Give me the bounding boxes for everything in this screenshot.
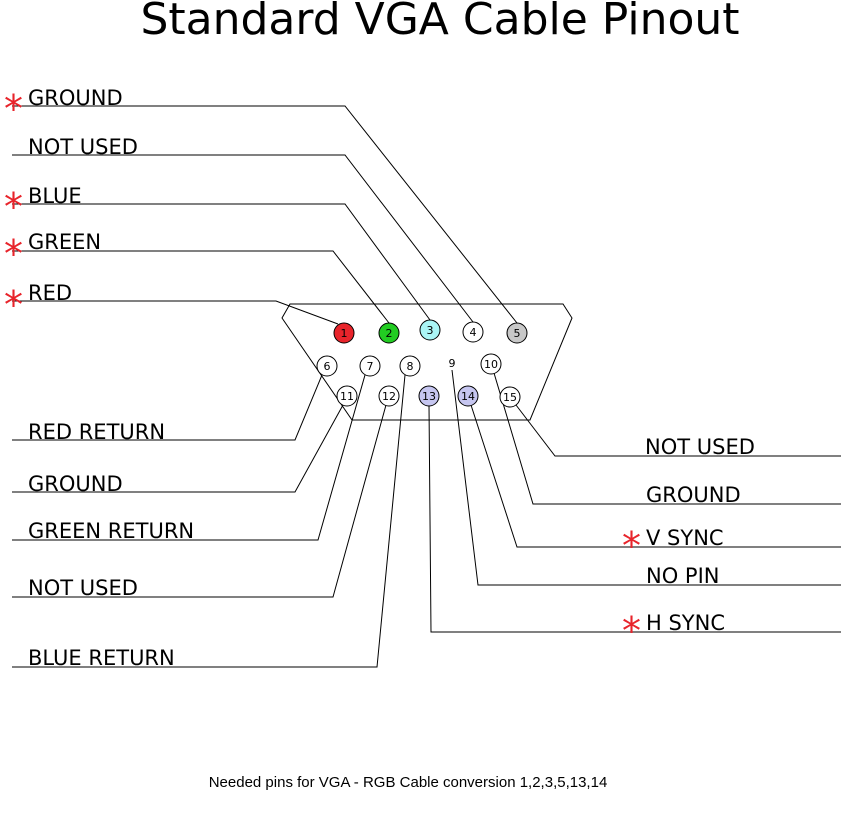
pin-9-label: NO PIN xyxy=(646,564,719,588)
wire-pin-13 xyxy=(428,404,841,633)
pin-12-circle xyxy=(378,385,400,407)
pin-12-number: 12 xyxy=(382,390,396,403)
pin-8-circle xyxy=(399,355,421,377)
wire-pin-2 xyxy=(12,250,390,324)
pin-6-circle xyxy=(316,355,338,377)
pin-7-circle xyxy=(359,355,381,377)
pin-13-circle xyxy=(418,385,440,407)
pin-10-label: GROUND xyxy=(646,483,741,507)
pin-2-number: 2 xyxy=(386,327,393,340)
pin-11-label: NOT USED xyxy=(28,576,138,600)
pin-2-circle xyxy=(378,322,400,344)
pin-4-circle xyxy=(462,321,484,343)
pin-10-number: 10 xyxy=(484,358,498,371)
wire-pin-11 xyxy=(12,404,387,598)
pin-5-number: 5 xyxy=(514,327,521,340)
needed-pin-star-2: * xyxy=(4,232,23,276)
wire-pin-5 xyxy=(12,105,518,324)
pin-12-label: BLUE RETURN xyxy=(28,646,175,670)
pin-3-circle xyxy=(419,319,441,341)
pin-15-circle xyxy=(499,386,521,408)
pin-6-label: RED RETURN xyxy=(28,420,165,444)
pin-14-number: 14 xyxy=(461,390,475,403)
needed-pin-star-14: * xyxy=(622,524,641,568)
pin-14-label: V SYNC xyxy=(646,526,724,550)
wire-pin-10 xyxy=(493,372,841,505)
wire-pin-3 xyxy=(12,203,431,321)
needed-pin-star-1: * xyxy=(4,283,23,327)
pin-8-label: GREEN RETURN xyxy=(28,519,194,543)
wire-group xyxy=(12,105,841,668)
needed-pin-star-3: * xyxy=(4,185,23,229)
pin-7-number: 7 xyxy=(367,360,374,373)
diagram-title: Standard VGA Cable Pinout xyxy=(140,0,739,45)
footer-note: Needed pins for VGA - RGB Cable conversi… xyxy=(209,774,608,791)
pin-1-label: RED xyxy=(28,281,72,305)
pin-13-number: 13 xyxy=(422,390,436,403)
pin-14-circle xyxy=(457,385,479,407)
pin-11-circle xyxy=(336,385,358,407)
wire-pin-1 xyxy=(12,300,339,325)
pin-5-circle xyxy=(506,322,528,344)
pin-6-number: 6 xyxy=(324,360,331,373)
wire-pin-6 xyxy=(12,374,323,441)
pin-9-number: 9 xyxy=(449,357,456,370)
pin-4-label: NOT USED xyxy=(28,135,138,159)
pin-1-circle xyxy=(333,322,355,344)
pin-15-number: 15 xyxy=(503,391,517,404)
wire-pin-8 xyxy=(12,374,366,541)
pin-5-label: GROUND xyxy=(28,86,123,110)
pin-10-circle xyxy=(480,353,502,375)
wire-pin-15 xyxy=(515,404,841,457)
pin-15-label: NOT USED xyxy=(645,435,755,459)
wire-pin-14 xyxy=(470,404,841,548)
pin-2-label: GREEN xyxy=(28,230,101,254)
pin-13-label: H SYNC xyxy=(646,611,725,635)
wire-pin-12 xyxy=(12,374,406,668)
wire-pin-7 xyxy=(12,404,344,493)
wire-pin-9 xyxy=(451,369,841,586)
pin-8-number: 8 xyxy=(407,360,414,373)
pin-4-number: 4 xyxy=(470,326,477,339)
pin-1-number: 1 xyxy=(341,327,348,340)
wire-pin-4 xyxy=(12,154,474,323)
pin-11-number: 11 xyxy=(340,390,354,403)
pin-7-label: GROUND xyxy=(28,472,123,496)
needed-pin-star-5: * xyxy=(4,87,23,131)
pin-3-label: BLUE xyxy=(28,184,82,208)
pin-3-number: 3 xyxy=(427,324,434,337)
needed-pin-star-13: * xyxy=(622,609,641,653)
